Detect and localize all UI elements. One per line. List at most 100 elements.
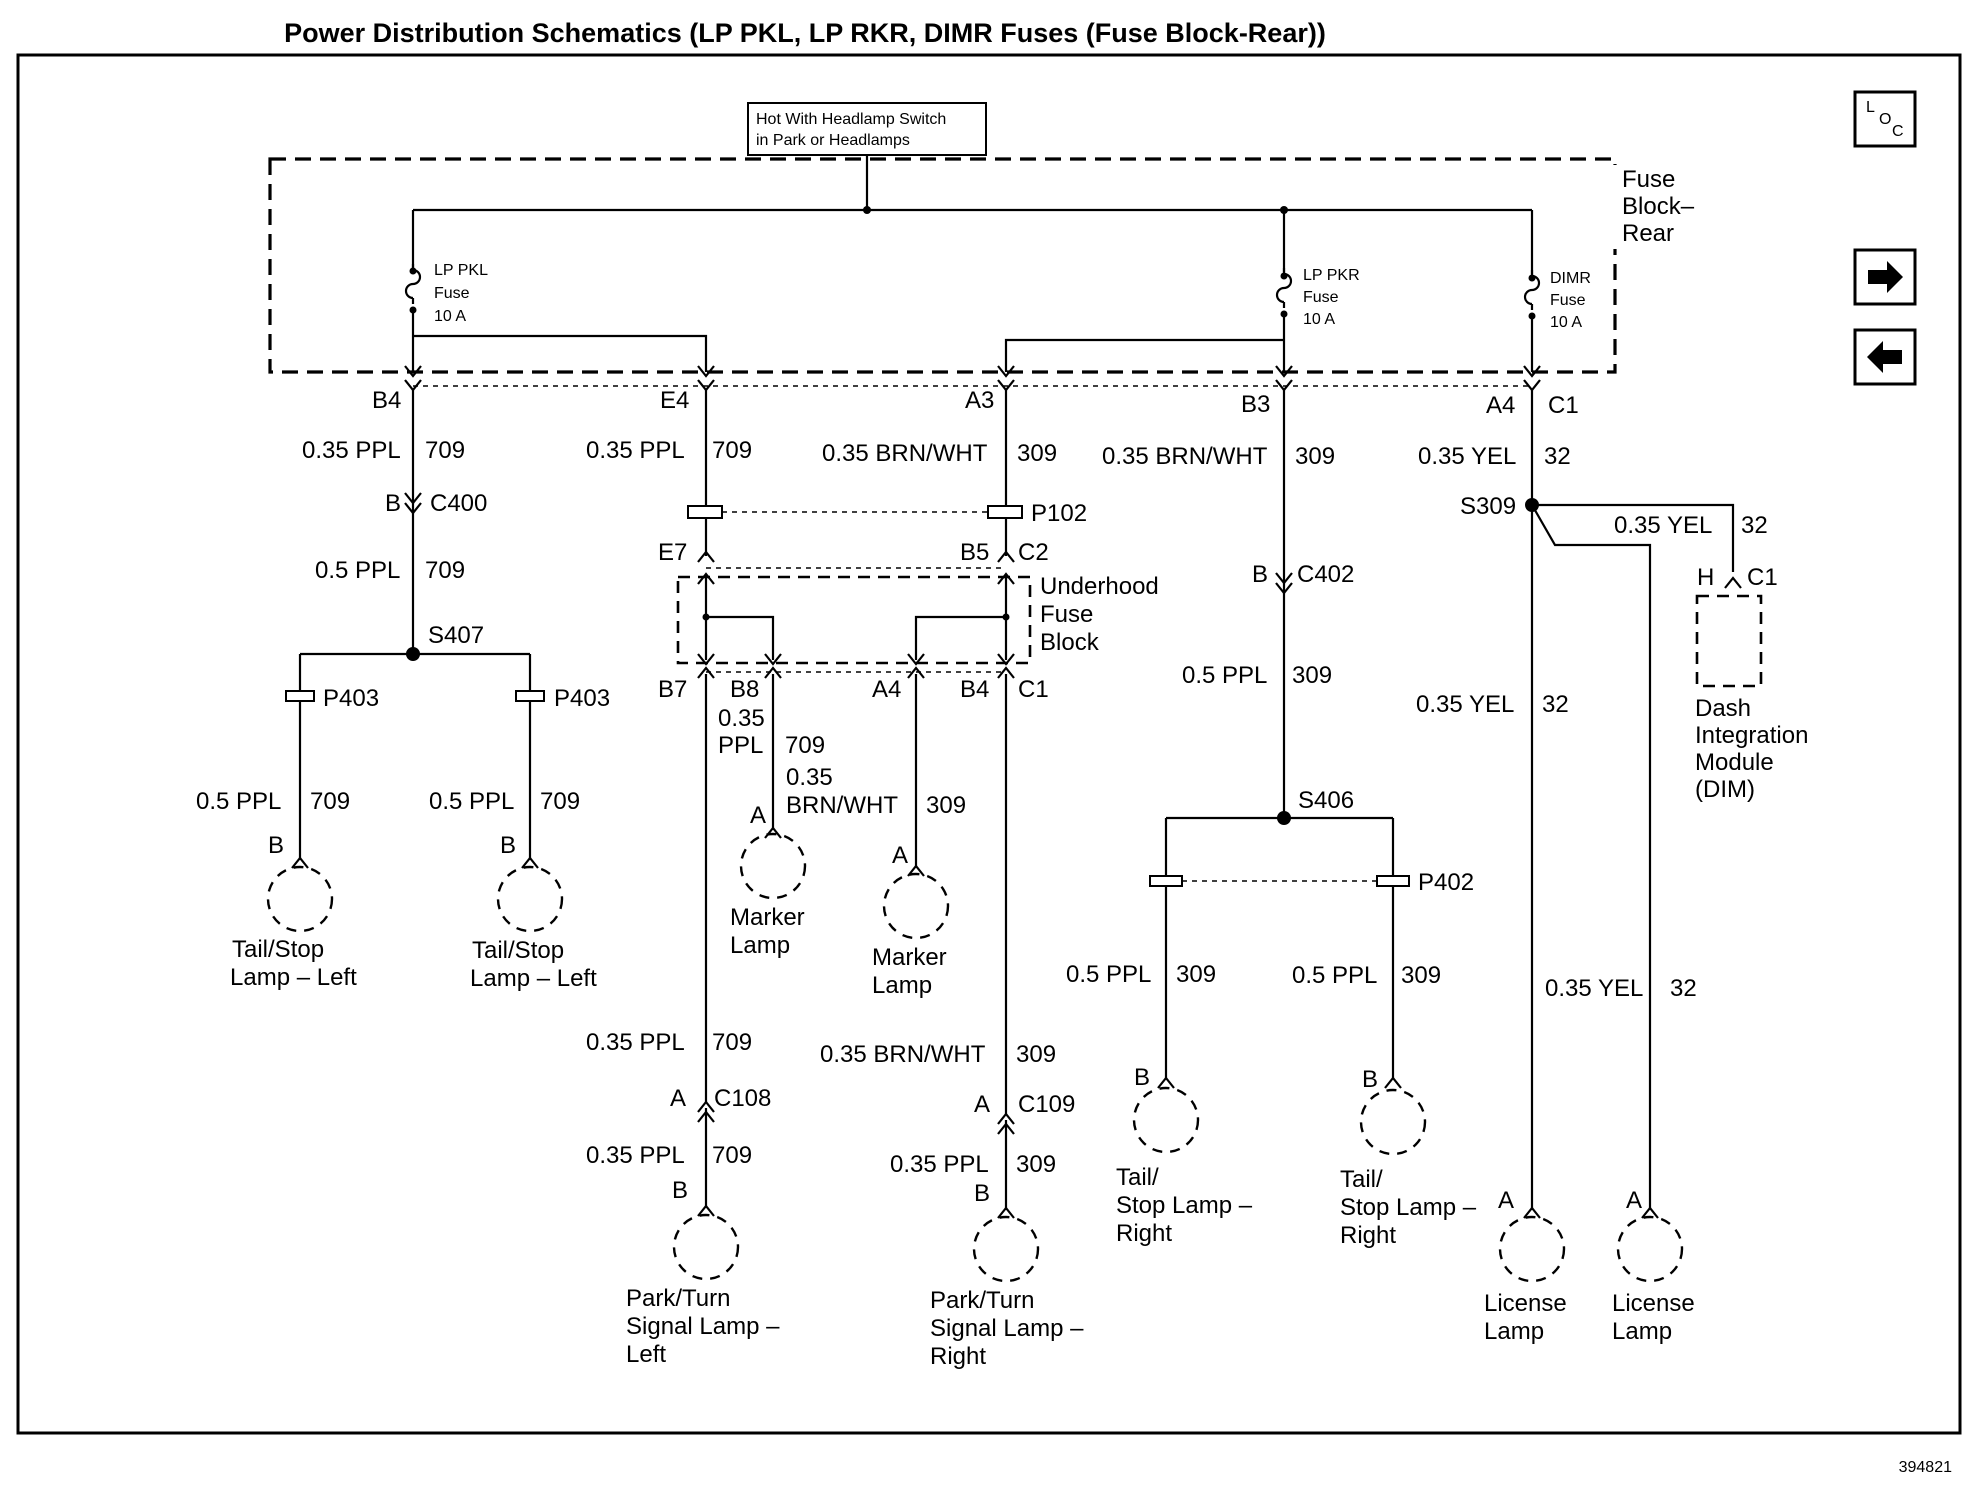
loc-letter-l: L xyxy=(1866,99,1875,116)
connector-c108 xyxy=(697,1100,715,1123)
svg-text:Right: Right xyxy=(1340,1222,1396,1249)
tail-stop-lamp-left-1 xyxy=(266,865,334,933)
svg-text:0.5 PPL: 0.5 PPL xyxy=(1066,961,1151,988)
svg-text:Rear: Rear xyxy=(1622,220,1674,247)
svg-text:P102: P102 xyxy=(1031,500,1087,527)
svg-text:Lamp: Lamp xyxy=(1484,1318,1544,1345)
svg-text:License: License xyxy=(1484,1290,1567,1317)
svg-text:C1: C1 xyxy=(1747,564,1778,591)
power-source-label-box xyxy=(747,102,987,156)
svg-text:309: 309 xyxy=(926,792,966,819)
svg-text:Lamp – Left: Lamp – Left xyxy=(230,964,357,991)
terminal-b5: B5 xyxy=(960,539,989,566)
svg-text:Park/Turn: Park/Turn xyxy=(930,1287,1034,1314)
tail-stop-lamp-right-1 xyxy=(1132,1086,1200,1154)
svg-text:Marker: Marker xyxy=(872,944,947,971)
fuse-block-rear-label: Fuse xyxy=(1622,166,1675,193)
page-title: Power Distribution Schematics (LP PKL, L… xyxy=(284,18,1326,48)
svg-text:309: 309 xyxy=(1176,961,1216,988)
svg-text:A: A xyxy=(1498,1187,1514,1214)
svg-text:Block–: Block– xyxy=(1622,193,1695,220)
svg-text:309: 309 xyxy=(1401,962,1441,989)
hot-bus xyxy=(413,155,1532,212)
park-turn-signal-lamp-right xyxy=(972,1215,1040,1283)
svg-text:0.35 YEL: 0.35 YEL xyxy=(1418,443,1516,470)
svg-text:Park/Turn: Park/Turn xyxy=(626,1285,730,1312)
connector-c400 xyxy=(404,492,422,515)
svg-text:32: 32 xyxy=(1670,975,1697,1002)
svg-text:0.35 PPL: 0.35 PPL xyxy=(586,437,685,464)
svg-text:H: H xyxy=(1697,564,1714,591)
dimr-fuse-label: DIMR xyxy=(1550,270,1591,287)
svg-text:0.5 PPL: 0.5 PPL xyxy=(315,557,400,584)
svg-text:32: 32 xyxy=(1542,691,1569,718)
pass-thru-p102-right xyxy=(987,505,1023,519)
terminal-b4-underhood: B4 xyxy=(960,676,989,703)
svg-text:B: B xyxy=(974,1180,990,1207)
svg-text:Left: Left xyxy=(626,1341,666,1368)
svg-text:Tail/Stop: Tail/Stop xyxy=(472,937,564,964)
underhood-fuse-block-outline xyxy=(676,575,1032,665)
svg-text:Stop Lamp –: Stop Lamp – xyxy=(1116,1192,1253,1219)
dash-integration-module xyxy=(1695,594,1763,688)
svg-text:709: 709 xyxy=(785,732,825,759)
svg-text:10 A: 10 A xyxy=(1303,311,1335,328)
terminal-c2: C2 xyxy=(1018,539,1049,566)
terminal-a4-underhood: A4 xyxy=(872,676,901,703)
svg-text:Tail/Stop: Tail/Stop xyxy=(232,936,324,963)
terminal-c1-underhood: C1 xyxy=(1018,676,1049,703)
svg-text:309: 309 xyxy=(1292,662,1332,689)
svg-text:License: License xyxy=(1612,1290,1695,1317)
terminal-b7: B7 xyxy=(658,676,687,703)
svg-text:709: 709 xyxy=(712,1142,752,1169)
svg-text:0.35 BRN/WHT: 0.35 BRN/WHT xyxy=(822,440,988,467)
svg-text:P402: P402 xyxy=(1418,869,1474,896)
svg-text:Fuse: Fuse xyxy=(1550,292,1586,309)
svg-text:Module: Module xyxy=(1695,749,1774,776)
pass-thru-p102-left xyxy=(687,505,723,519)
svg-text:0.35 YEL: 0.35 YEL xyxy=(1416,691,1514,718)
svg-text:Signal Lamp –: Signal Lamp – xyxy=(626,1313,780,1340)
svg-text:B: B xyxy=(268,832,284,859)
svg-text:0.35: 0.35 xyxy=(786,764,833,791)
svg-text:709: 709 xyxy=(310,788,350,815)
prev-page-button[interactable] xyxy=(1853,328,1917,386)
svg-text:Tail/: Tail/ xyxy=(1340,1166,1383,1193)
svg-text:0.35 PPL: 0.35 PPL xyxy=(586,1142,685,1169)
terminal-a3: A3 xyxy=(965,387,994,414)
pass-thru-p403-right xyxy=(515,690,545,702)
svg-text:Signal Lamp –: Signal Lamp – xyxy=(930,1315,1084,1342)
svg-text:10 A: 10 A xyxy=(434,308,466,325)
svg-text:709: 709 xyxy=(540,788,580,815)
svg-text:A: A xyxy=(1626,1187,1642,1214)
svg-text:B: B xyxy=(1134,1064,1150,1091)
svg-text:0.35 PPL: 0.35 PPL xyxy=(302,437,401,464)
location-icon[interactable] xyxy=(1853,90,1917,148)
svg-text:B: B xyxy=(1362,1066,1378,1093)
diagram-frame xyxy=(16,53,1962,1435)
svg-text:0.5 PPL: 0.5 PPL xyxy=(1292,962,1377,989)
svg-text:Fuse: Fuse xyxy=(434,285,470,302)
splice-s407 xyxy=(406,647,420,661)
license-lamp-2 xyxy=(1616,1215,1684,1283)
document-number: 394821 xyxy=(1899,1459,1952,1476)
svg-text:0.35 BRN/WHT: 0.35 BRN/WHT xyxy=(820,1041,986,1068)
svg-text:Marker: Marker xyxy=(730,904,805,931)
terminal-a4: A4 xyxy=(1486,392,1515,419)
marker-lamp-1 xyxy=(739,832,807,900)
connector-c109 xyxy=(997,1112,1015,1135)
svg-text:709: 709 xyxy=(425,437,465,464)
location-button[interactable]: L O C xyxy=(1853,90,1917,148)
fuse-block-rear-outline xyxy=(268,157,1617,374)
terminal-b8: B8 xyxy=(730,676,759,703)
svg-text:10 A: 10 A xyxy=(1550,314,1582,331)
next-page-button[interactable] xyxy=(1853,248,1917,306)
loc-letter-c: C xyxy=(1892,123,1904,140)
svg-text:309: 309 xyxy=(1017,440,1057,467)
svg-text:Right: Right xyxy=(1116,1220,1172,1247)
svg-text:Lamp: Lamp xyxy=(872,972,932,999)
terminal-c1: C1 xyxy=(1548,392,1579,419)
svg-text:709: 709 xyxy=(712,1029,752,1056)
svg-text:A: A xyxy=(670,1085,686,1112)
